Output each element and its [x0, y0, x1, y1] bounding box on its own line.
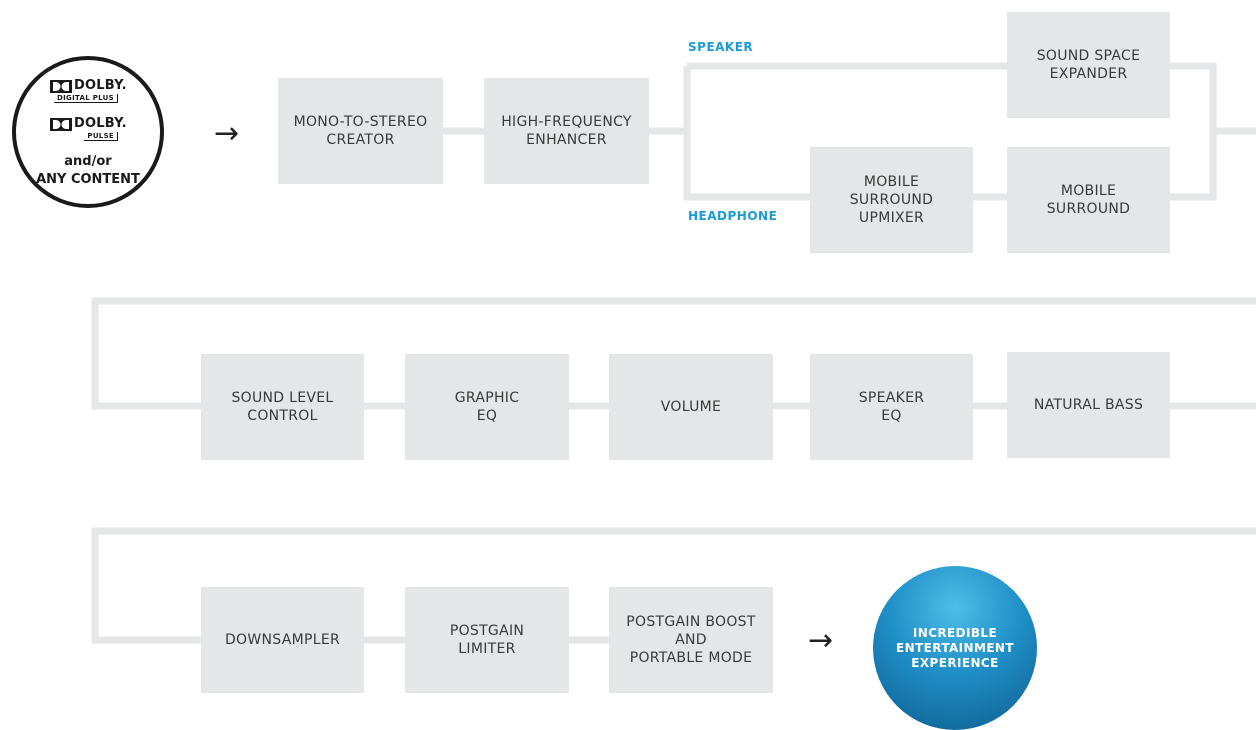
any-content-text: ANY CONTENT: [36, 172, 140, 187]
dolby-brand-text: DOLBY.: [74, 78, 127, 93]
mobile-surround-box: MOBILE SURROUND: [1007, 147, 1170, 253]
downsampler-box: DOWNSAMPLER: [201, 587, 364, 693]
postgain-limiter-box: POSTGAIN LIMITER: [405, 587, 569, 693]
sound-level-control-box: SOUND LEVEL CONTROL: [201, 354, 364, 460]
dolby-brand-text: DOLBY.: [74, 116, 127, 131]
arrow-right-icon: →: [214, 116, 240, 151]
high-frequency-enhancer-box: HIGH-FREQUENCY ENHANCER: [484, 78, 649, 184]
speaker-eq-box: SPEAKER EQ: [810, 354, 973, 460]
split-line: [683, 66, 810, 201]
digital-plus-text: DIGITAL PLUS: [54, 94, 118, 103]
dolby-double-d-icon: [50, 80, 72, 93]
mono-to-stereo-creator-box: MONO-TO-STEREO CREATOR: [278, 78, 443, 184]
pulse-text: PULSE: [84, 132, 118, 141]
arrow-right-icon: →: [808, 623, 834, 658]
andor-text: and/or: [64, 154, 112, 169]
row-wrap-line: [91, 527, 1256, 644]
row-wrap-line: [91, 297, 1256, 410]
speaker-label: SPEAKER: [688, 40, 754, 54]
input-source-circle: [12, 56, 164, 208]
output-experience-circle: INCREDIBLE ENTERTAINMENT EXPERIENCE: [873, 566, 1037, 730]
sound-space-expander-box: SOUND SPACE EXPANDER: [1007, 12, 1170, 118]
graphic-eq-box: GRAPHIC EQ: [405, 354, 569, 460]
merge-line: [1170, 62, 1217, 201]
natural-bass-box: NATURAL BASS: [1007, 352, 1170, 458]
mobile-surround-upmixer-box: MOBILE SURROUND UPMIXER: [810, 147, 973, 253]
output-experience-text: INCREDIBLE ENTERTAINMENT EXPERIENCE: [896, 625, 1014, 670]
dolby-double-d-icon: [50, 118, 72, 131]
volume-box: VOLUME: [609, 354, 773, 460]
postgain-boost-portable-mode-box: POSTGAIN BOOST AND PORTABLE MODE: [609, 587, 773, 693]
headphone-label: HEADPHONE: [688, 209, 778, 223]
